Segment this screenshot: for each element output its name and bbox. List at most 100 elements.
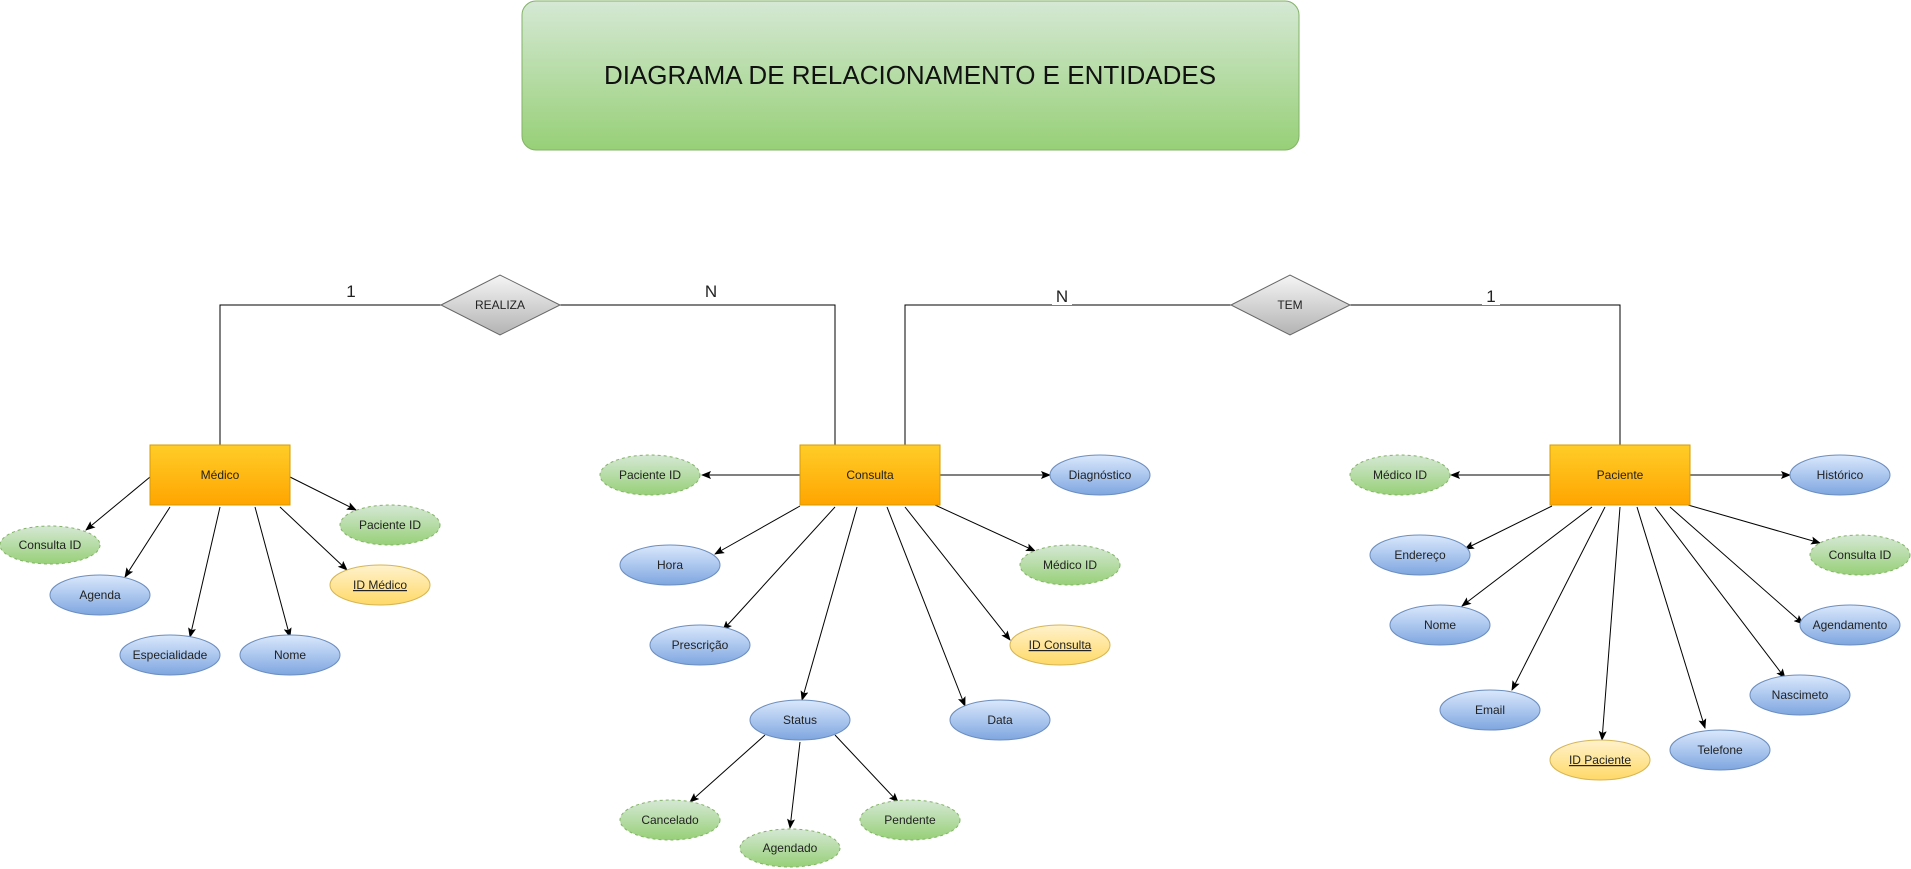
attr-paciente-nascimeto[interactable]: Nascimeto [1749,674,1851,716]
attr-paciente-email[interactable]: Email [1439,689,1541,731]
link-consulta-medico-id [934,504,1036,552]
status-value-cancelado[interactable]: Cancelado [619,799,721,841]
connector-tem-paciente [1350,304,1621,445]
entity-consulta[interactable]: Consulta [799,444,941,506]
attr-label: Diagnóstico [1069,468,1132,482]
connector-realiza-consulta [560,304,836,445]
link-paciente-telefone [1636,506,1707,729]
attr-label: Nome [274,648,306,662]
attr-consulta-data[interactable]: Data [949,699,1051,741]
link-paciente-email [1511,506,1606,691]
attr-paciente-medico-id[interactable]: Médico ID [1349,454,1451,496]
link-paciente-id-paciente [1598,506,1621,741]
attr-label: Especialidade [133,648,208,662]
status-value-agendado[interactable]: Agendado [739,828,841,868]
attr-medico-id-medico[interactable]: ID Médico [329,564,431,606]
attr-label: Agendado [763,841,818,855]
attr-medico-nome[interactable]: Nome [239,634,341,676]
entity-medico-label: Médico [201,468,240,482]
attr-label: Nascimeto [1772,688,1829,702]
attr-consulta-status[interactable]: Status [749,699,851,741]
relationship-realiza[interactable]: REALIZA [439,274,562,336]
relationship-connectors [219,304,1621,445]
link-status-agendado [787,741,801,829]
connector-consulta-tem [904,304,1231,445]
attr-label: Agenda [79,588,121,602]
attr-label: Hora [657,558,683,572]
attr-consulta-diagnostico[interactable]: Diagnóstico [1049,454,1151,496]
link-consulta-data [886,506,966,707]
attr-label: Endereço [1394,548,1446,562]
attr-paciente-endereco[interactable]: Endereço [1369,534,1471,576]
attr-consulta-hora[interactable]: Hora [619,544,721,586]
attr-label: Médico ID [1373,468,1427,482]
attr-label: Médico ID [1043,558,1097,572]
cardinality-realiza-left: 1 [346,282,355,301]
link-consulta-prescricao [722,506,836,631]
attr-paciente-historico[interactable]: Histórico [1789,454,1891,496]
attr-medico-especialidade[interactable]: Especialidade [119,634,221,676]
relationship-tem[interactable]: TEM [1229,274,1352,336]
attr-paciente-id-paciente[interactable]: ID Paciente [1549,739,1651,781]
attr-label: Histórico [1817,468,1864,482]
attr-label: Nome [1424,618,1456,632]
relationship-tem-label: TEM [1277,298,1302,312]
entity-consulta-label: Consulta [846,468,894,482]
entity-paciente[interactable]: Paciente [1549,444,1691,506]
attr-consulta-id-consulta[interactable]: ID Consulta [1009,624,1111,666]
attr-label: ID Consulta [1029,638,1092,652]
title-box: DIAGRAMA DE RELACIONAMENTO E ENTIDADES [521,0,1300,151]
attr-label: Consulta ID [19,538,82,552]
attr-label: Prescrição [672,638,729,652]
attr-consulta-medico-id[interactable]: Médico ID [1019,544,1121,586]
link-status-pendente [834,734,899,803]
attr-medico-consulta-id[interactable]: Consulta ID [0,525,101,565]
attr-label: Agendamento [1813,618,1888,632]
cardinality-label-bg [1482,287,1500,305]
attr-label: Cancelado [641,813,699,827]
attr-label: Status [783,713,817,727]
link-consulta-status [800,506,858,701]
page-title: DIAGRAMA DE RELACIONAMENTO E ENTIDADES [604,60,1216,90]
attr-label: Pendente [884,813,936,827]
cardinality-realiza-right: N [705,282,717,301]
link-medico-especialidade [188,506,221,638]
link-consulta-hora [714,505,801,555]
relationship-realiza-label: REALIZA [475,298,525,312]
link-paciente-consulta-id [1687,504,1821,545]
link-paciente-nascimeto [1654,506,1786,679]
link-medico-paciente-id [289,476,357,511]
link-paciente-agendamento [1669,506,1804,625]
link-status-cancelado [689,734,766,803]
status-value-pendente[interactable]: Pendente [859,799,961,841]
attr-paciente-telefone[interactable]: Telefone [1669,729,1771,771]
cardinality-tem-left: N [1056,287,1068,306]
link-consulta-id-consulta [904,506,1011,641]
connector-medico-realiza [219,304,441,445]
entity-paciente-label: Paciente [1597,468,1644,482]
attr-paciente-consulta-id[interactable]: Consulta ID [1809,534,1911,576]
attr-medico-agenda[interactable]: Agenda [49,574,151,616]
attr-label: Data [987,713,1013,727]
attr-label: Paciente ID [359,518,421,532]
cardinality-label-bg [1052,287,1072,305]
attr-consulta-paciente-id[interactable]: Paciente ID [599,454,701,496]
attr-label: ID Paciente [1569,753,1631,767]
link-medico-consulta-id [85,476,151,531]
attr-label: Consulta ID [1829,548,1892,562]
attr-paciente-nome[interactable]: Nome [1389,604,1491,646]
link-paciente-nome [1461,506,1593,607]
attr-label: Paciente ID [619,468,681,482]
attr-consulta-prescricao[interactable]: Prescrição [649,624,751,666]
cardinality-tem-right: 1 [1486,287,1495,306]
attr-medico-paciente-id[interactable]: Paciente ID [339,504,441,546]
attribute-links [85,471,1821,829]
link-medico-agenda [124,506,171,578]
entity-medico[interactable]: Médico [149,444,291,506]
attr-label: ID Médico [353,578,407,592]
attr-label: Telefone [1697,743,1743,757]
link-paciente-endereco [1464,505,1553,550]
attr-paciente-agendamento[interactable]: Agendamento [1799,604,1901,646]
attr-label: Email [1475,703,1505,717]
